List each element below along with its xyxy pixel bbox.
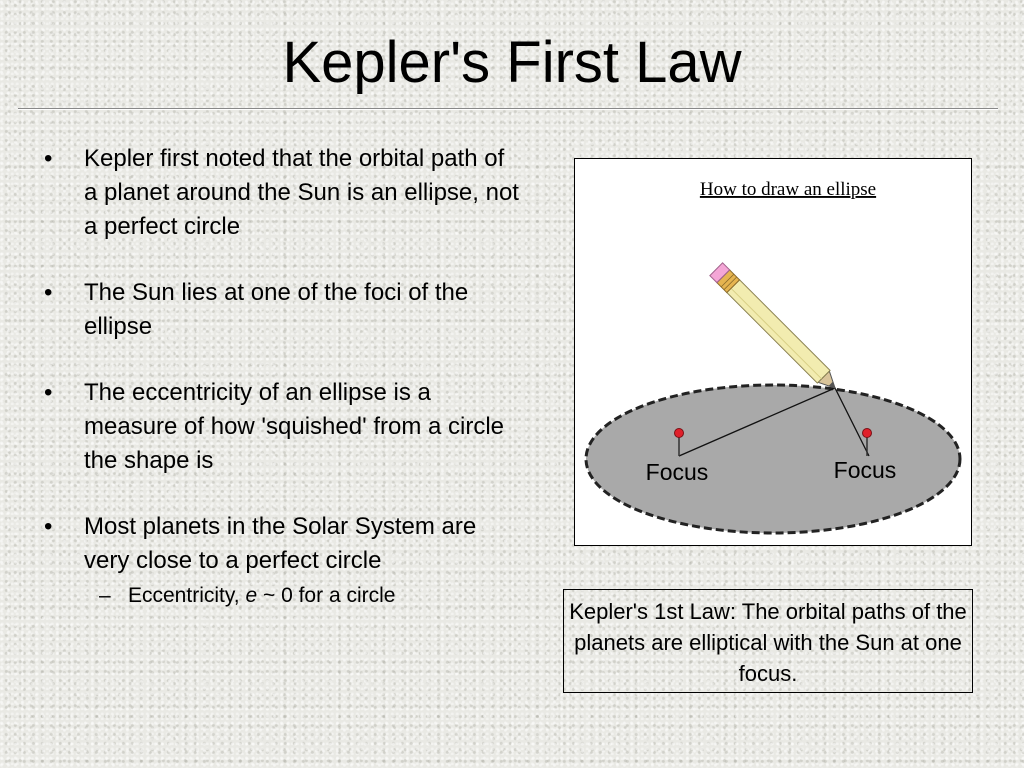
pin-right xyxy=(862,428,872,456)
slide-title: Kepler's First Law xyxy=(282,30,742,95)
bullet-marker: • xyxy=(44,145,53,172)
bullet-item: • The eccentricity of an ellipse is a me… xyxy=(44,376,524,478)
bullet-marker: • xyxy=(44,379,53,406)
bullet-item: • Most planets in the Solar System are v… xyxy=(44,510,524,610)
diagram-heading: How to draw an ellipse xyxy=(700,179,876,200)
ellipse-drawing: How to draw an ellipse Focus Focus xyxy=(584,179,962,535)
ellipse-diagram: How to draw an ellipse Focus Focus xyxy=(574,158,972,546)
sub-bullet-item: – Eccentricity, e ~ 0 for a circle xyxy=(84,582,524,610)
sub-bullet-suffix: ~ 0 for a circle xyxy=(257,584,396,607)
bullet-item: • The Sun lies at one of the foci of the… xyxy=(44,276,524,344)
bullet-item: • Kepler first noted that the orbital pa… xyxy=(44,142,524,244)
orbit-ellipse xyxy=(584,383,962,535)
pin-left xyxy=(674,428,684,456)
eccentricity-symbol: e xyxy=(245,584,258,607)
focus-label-right: Focus xyxy=(834,457,897,483)
bullet-text: The Sun lies at one of the foci of the e… xyxy=(84,279,469,340)
bullet-text: Most planets in the Solar System are ver… xyxy=(84,513,477,574)
sub-bullet-prefix: Eccentricity, xyxy=(128,584,246,607)
bullet-text: The eccentricity of an ellipse is a meas… xyxy=(84,379,505,474)
bullet-text: Kepler first noted that the orbital path… xyxy=(84,145,519,240)
focus-label-left: Focus xyxy=(646,459,709,485)
sub-bullet-marker: – xyxy=(99,584,111,607)
bullet-marker: • xyxy=(44,513,53,540)
caption-box: Kepler's 1st Law: The orbital paths of t… xyxy=(563,589,973,693)
pencil-icon xyxy=(709,262,836,389)
title-divider xyxy=(18,108,998,110)
bullet-list: • Kepler first noted that the orbital pa… xyxy=(44,142,524,610)
bullet-marker: • xyxy=(44,279,53,306)
